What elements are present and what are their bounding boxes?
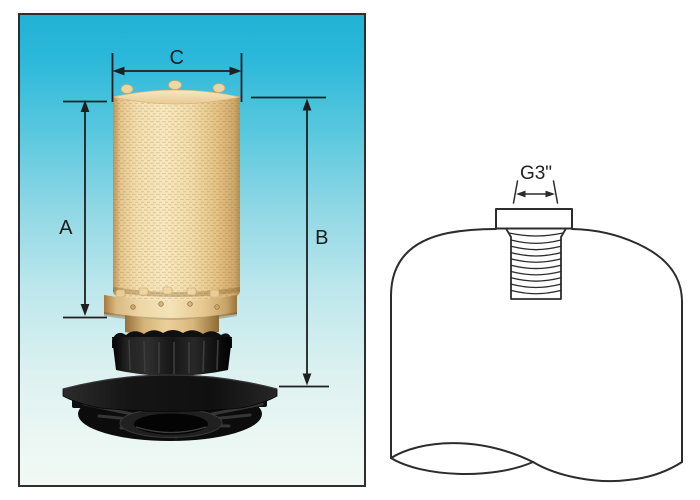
tank-dome-outline [390,228,683,483]
dimension-label-c: C [170,47,185,69]
thread-grooves [508,232,564,295]
dimension-b [251,96,329,388]
tank-drawing [390,180,683,483]
thread-dimension [512,180,559,204]
thread-fitting [495,208,573,300]
dimension-label-a: A [59,217,73,239]
dimension-label-b: B [315,227,329,249]
base-flange [62,374,278,441]
tank-break-line [390,442,534,463]
filter-cartridge-illustration [62,80,278,441]
cartridge-body [112,89,241,302]
cartridge-top-tabs [120,80,226,94]
dimension-lines [63,53,329,388]
dimension-a [63,100,107,319]
fitting-cap [495,208,573,230]
dimension-c [111,53,243,102]
clamp-nut [112,330,232,376]
thread-size-label: G3" [520,163,552,184]
cartridge-top-cap [112,89,241,105]
base-center-hole [134,413,208,435]
